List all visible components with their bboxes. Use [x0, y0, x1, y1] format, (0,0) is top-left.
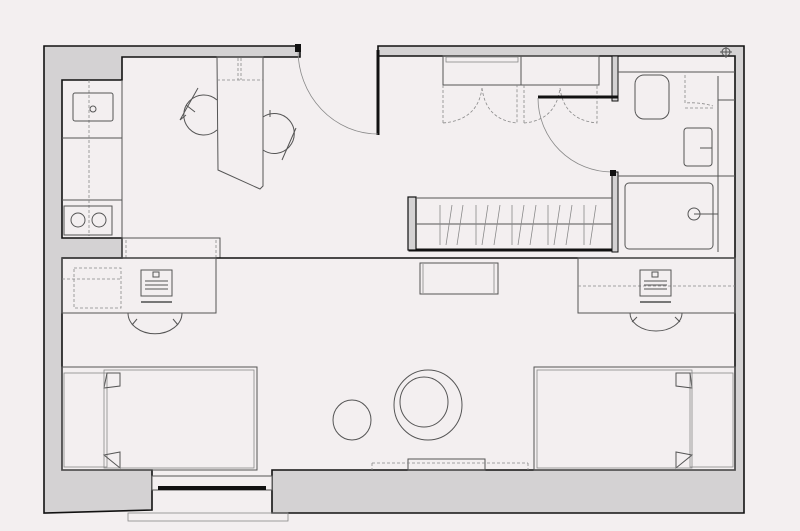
- shower-tray: [624, 182, 714, 250]
- radiator: [371, 458, 529, 471]
- tv-unit: [419, 262, 499, 295]
- bathroom: [537, 55, 735, 253]
- desk-left: [61, 257, 217, 335]
- dining-table: [179, 56, 297, 190]
- round-rug: [393, 369, 463, 441]
- wardrobe: [442, 55, 600, 124]
- chair-right: [262, 110, 297, 161]
- monitor-icon: [140, 269, 173, 297]
- compass-mark-icon: [720, 46, 732, 58]
- kitchen-sink: [72, 92, 114, 122]
- bathroom-sink: [683, 127, 713, 167]
- chair-left: [179, 87, 218, 136]
- hob: [63, 205, 113, 236]
- storage-cabinet: [407, 196, 612, 252]
- toilet: [634, 74, 670, 120]
- kitchen: [62, 80, 221, 259]
- bed-left: [61, 366, 258, 471]
- entrance-door: [295, 44, 380, 135]
- bed-right: [533, 366, 736, 471]
- desk-right: [577, 257, 736, 332]
- monitor-icon: [639, 269, 672, 297]
- side-table: [332, 399, 372, 441]
